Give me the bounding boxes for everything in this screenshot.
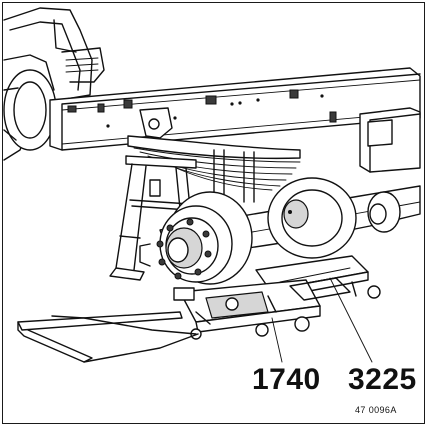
rear-axle xyxy=(139,177,421,285)
figure-border xyxy=(2,2,425,424)
figure-code: 47 0096A xyxy=(355,405,397,415)
callout-label-jack: 1740 xyxy=(252,363,321,396)
callout-label-adapter: 3225 xyxy=(348,363,417,396)
transmission-jack xyxy=(17,255,381,363)
callout-leaders xyxy=(271,277,373,363)
leaf-spring xyxy=(127,135,301,203)
chassis-frame-rail xyxy=(49,67,421,173)
cab-outline xyxy=(3,7,105,161)
